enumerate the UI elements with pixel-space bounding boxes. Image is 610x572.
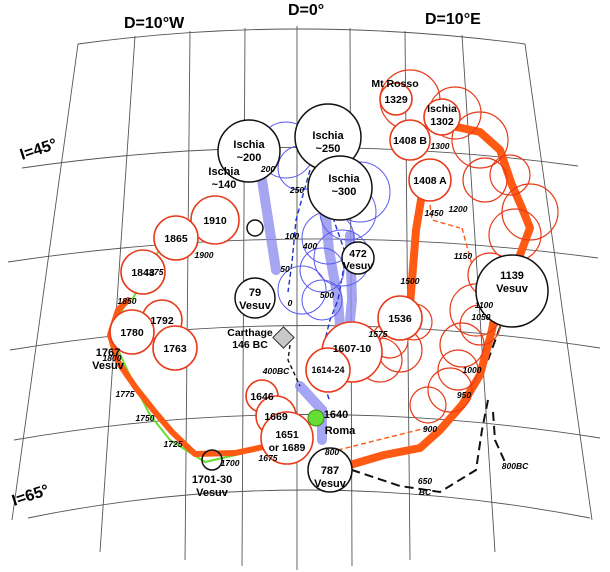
ann-bc: BC: [419, 487, 432, 497]
label-1910: 1910: [203, 215, 227, 227]
labelled-red-circles: [109, 82, 461, 465]
label-472: 472: [349, 248, 367, 260]
label-1329: 1329: [384, 94, 408, 106]
label-79-vesuv: Vesuv: [239, 300, 272, 312]
ann-1900: 1900: [195, 250, 214, 260]
label-ischia-140-b: ~140: [212, 179, 237, 191]
ann-200: 200: [260, 164, 275, 174]
ann-1500: 1500: [401, 276, 420, 286]
label-ischia-250-b: ~250: [316, 143, 341, 155]
label-1408b: 1408 B: [393, 135, 427, 147]
ann-500: 500: [320, 290, 334, 300]
ann-1200: 1200: [449, 204, 468, 214]
label-roma: Roma: [325, 425, 356, 437]
ann-1750: 1750: [136, 413, 155, 423]
ann-1300: 1300: [431, 141, 450, 151]
ann-1850: 1850: [118, 296, 137, 306]
ann-1150: 1150: [454, 251, 473, 261]
label-1614-24: 1614-24: [311, 365, 344, 375]
label-1701-30: 1701-30: [192, 474, 232, 486]
header-d-east: D=10°E: [425, 11, 481, 28]
roma-marker: [307, 409, 325, 427]
label-1865: 1865: [164, 233, 188, 245]
label-ischia-140-a: Ischia: [208, 166, 240, 178]
header-i-65: I=65°: [10, 482, 51, 510]
ann-1725: 1725: [164, 439, 183, 449]
label-ischia-250-a: Ischia: [312, 130, 344, 142]
ann-400: 400: [302, 241, 317, 251]
label-1651-or: or 1689: [269, 442, 306, 454]
ann-1575: 1575: [369, 329, 388, 339]
label-ischia-200-b: ~200: [237, 152, 262, 164]
ann-1450: 1450: [425, 208, 444, 218]
ann-250: 250: [289, 185, 304, 195]
label-1139: 1139: [500, 270, 524, 282]
label-ischia-200-a: Ischia: [233, 139, 265, 151]
label-1139-vesuv: Vesuv: [496, 283, 529, 295]
ann-100: 100: [285, 231, 299, 241]
label-ischia-300-a: Ischia: [328, 173, 360, 185]
red-circles: [357, 69, 559, 424]
ann-650: 650: [418, 476, 432, 486]
ann-400bc: 400BC: [262, 366, 290, 376]
ann-900: 900: [423, 424, 437, 434]
ann-1875: 1875: [145, 267, 164, 277]
label-1536: 1536: [388, 313, 412, 325]
header-d-west: D=10°W: [124, 15, 185, 32]
ann-950: 950: [457, 390, 471, 400]
label-146bc: 146 BC: [232, 339, 268, 351]
ann-800bc: 800BC: [502, 461, 529, 471]
label-1607-10: 1607-10: [333, 343, 372, 355]
label-1651: 1651: [275, 429, 299, 441]
ann-1100: 1100: [475, 300, 494, 310]
label-carthage: Carthage: [227, 327, 273, 339]
label-1646: 1646: [250, 391, 274, 403]
ann-800: 800: [325, 447, 339, 457]
label-1669: 1669: [264, 411, 288, 423]
label-ischia-1302-a: Ischia: [427, 103, 457, 115]
header-d-zero: D=0°: [288, 2, 324, 19]
ann-1775: 1775: [116, 389, 135, 399]
ann-1675: 1675: [259, 453, 278, 463]
date-annotations: 1300 1450 1200 1150 1500 1100 1050 1575 …: [103, 141, 530, 497]
label-1792: 1792: [150, 315, 174, 327]
ann-1000: 1000: [463, 365, 482, 375]
carthage-marker: [272, 326, 295, 349]
label-1763: 1763: [163, 343, 187, 355]
label-787-vesuv: Vesuv: [314, 478, 347, 490]
black-labels: Ischia ~200 Ischia ~250 Ischia ~300 Isch…: [92, 130, 529, 499]
label-79: 79: [249, 287, 261, 299]
red-labels: Mt Rosso 1329 Ischia 1302 1408 B 1408 A …: [120, 78, 457, 454]
label-1780: 1780: [120, 327, 144, 339]
label-787: 787: [321, 465, 339, 477]
label-mt-rosso: Mt Rosso: [371, 78, 418, 90]
label-1701-vesuv: Vesuv: [196, 487, 229, 499]
ann-1800: 1800: [103, 353, 122, 363]
label-1843: 1843: [131, 267, 155, 279]
ann-1700: 1700: [221, 458, 240, 468]
ann-0: 0: [288, 298, 293, 308]
header-i-45: I=45°: [18, 136, 59, 164]
label-1408a: 1408 A: [413, 175, 447, 187]
label-1767: 1767: [96, 347, 120, 359]
ann-1050: 1050: [472, 312, 491, 322]
label-ischia-1302-b: 1302: [430, 116, 454, 128]
label-1640: 1640: [324, 409, 348, 421]
label-1767-vesuv: Vesuv: [92, 360, 125, 372]
black-circles: [201, 103, 549, 493]
label-472-vesuv: Vesuv: [343, 260, 374, 272]
label-ischia-300-b: ~300: [332, 186, 357, 198]
ann-50: 50: [280, 264, 290, 274]
